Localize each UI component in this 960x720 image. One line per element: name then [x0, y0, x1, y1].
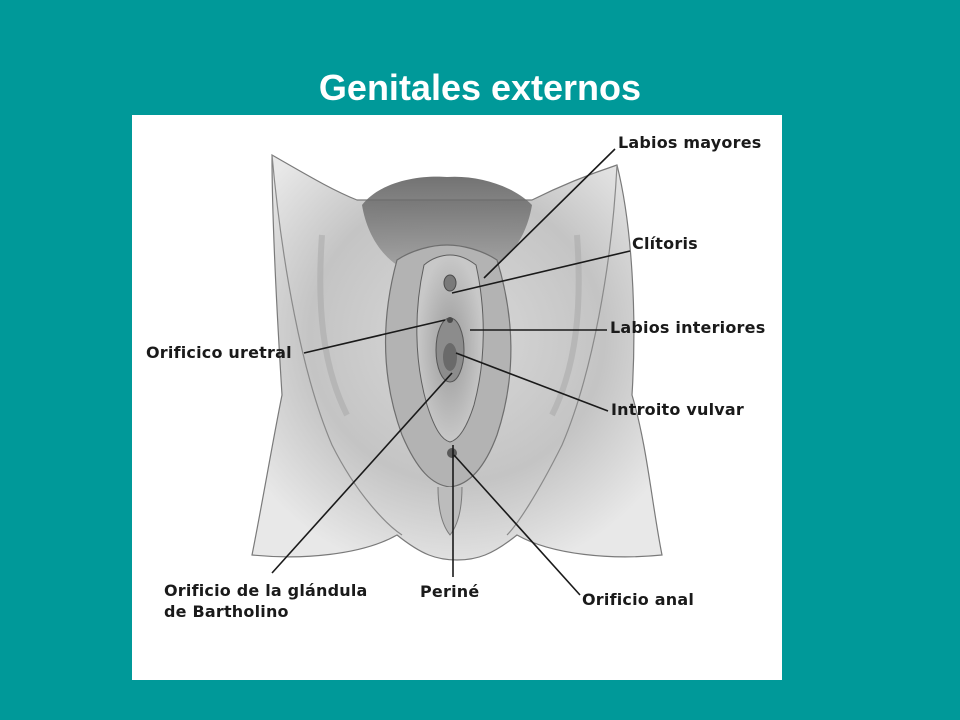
label-labios-mayores: Labios mayores	[618, 133, 762, 152]
label-orificio-anal: Orificio anal	[582, 590, 695, 609]
pubic-hair	[362, 176, 532, 265]
right-thigh-shade	[549, 234, 582, 417]
left-thigh-fold	[271, 154, 403, 536]
clitoris-shape	[443, 274, 457, 292]
label-orificio-uretral: Orificico uretral	[146, 343, 292, 362]
leader-labios-mayores	[483, 148, 616, 279]
label-perine: Periné	[420, 582, 480, 601]
leader-clitoris	[451, 250, 631, 294]
vaginal-opening	[443, 343, 457, 371]
label-clitoris: Clítoris	[632, 234, 698, 253]
slide-title: Genitales externos	[318, 67, 642, 108]
label-introito-vulvar: Introito vulvar	[611, 400, 744, 419]
leader-orificio-anal	[453, 454, 581, 596]
anatomy-illustration	[251, 148, 663, 596]
label-bartholino-line1: Orificio de la glándula	[164, 581, 368, 600]
label-labios-interiores: Labios interiores	[610, 318, 766, 337]
perineum-area	[437, 486, 463, 536]
left-thigh-shade	[317, 234, 350, 417]
leader-bartholino	[271, 372, 453, 574]
label-bartholino-line2: de Bartholino	[164, 602, 289, 621]
leader-orificio-uretral	[303, 319, 446, 354]
anatomy-figure-panel: Labios mayores Clítoris Labios interiore…	[132, 115, 782, 680]
right-thigh-fold	[506, 164, 618, 536]
urethral-opening	[447, 317, 453, 323]
leader-introito-vulvar	[455, 352, 609, 412]
